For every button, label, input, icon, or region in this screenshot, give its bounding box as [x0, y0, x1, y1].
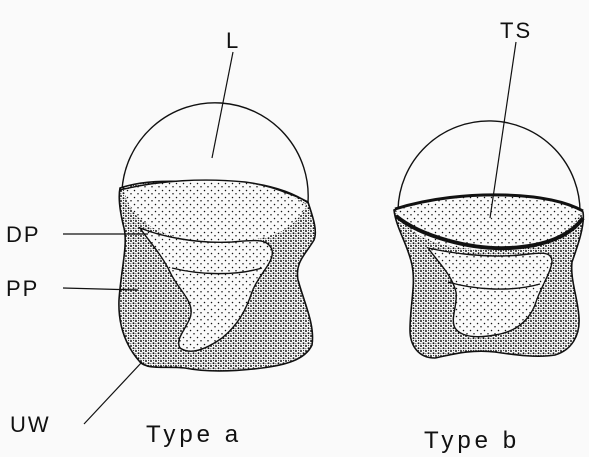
label-DP: DP [6, 222, 41, 247]
label-UW: UW [10, 412, 51, 437]
leader-UW [84, 362, 142, 424]
leader-TS [490, 42, 516, 218]
type-a-figure [119, 103, 315, 371]
type-b-figure [394, 121, 583, 358]
caption-type-a: Type a [146, 421, 242, 448]
leader-L [212, 52, 233, 158]
caption-type-b: Type b [424, 427, 520, 454]
label-PP: PP [6, 276, 39, 301]
label-TS: TS [500, 18, 532, 43]
label-L: L [226, 28, 240, 53]
